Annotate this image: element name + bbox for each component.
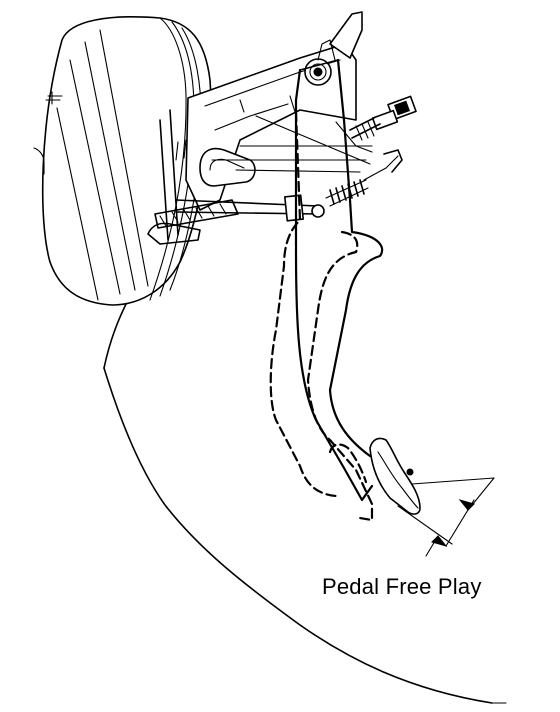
firewall-upper	[103, 299, 129, 369]
brake-light-switch	[335, 95, 417, 153]
push-rod	[175, 115, 373, 222]
pedal-pad-dashed	[328, 443, 368, 484]
switch-bracket	[383, 149, 403, 173]
pedal-pad	[369, 437, 421, 515]
free-play-dimension	[397, 477, 495, 557]
brake-booster	[33, 16, 212, 306]
pedal-free-play-label: Pedal Free Play	[322, 574, 482, 599]
pedal-pivot	[304, 11, 363, 86]
return-spring	[325, 155, 399, 207]
firewall-outline	[103, 367, 493, 704]
pedal-arm-dashed	[269, 110, 374, 522]
